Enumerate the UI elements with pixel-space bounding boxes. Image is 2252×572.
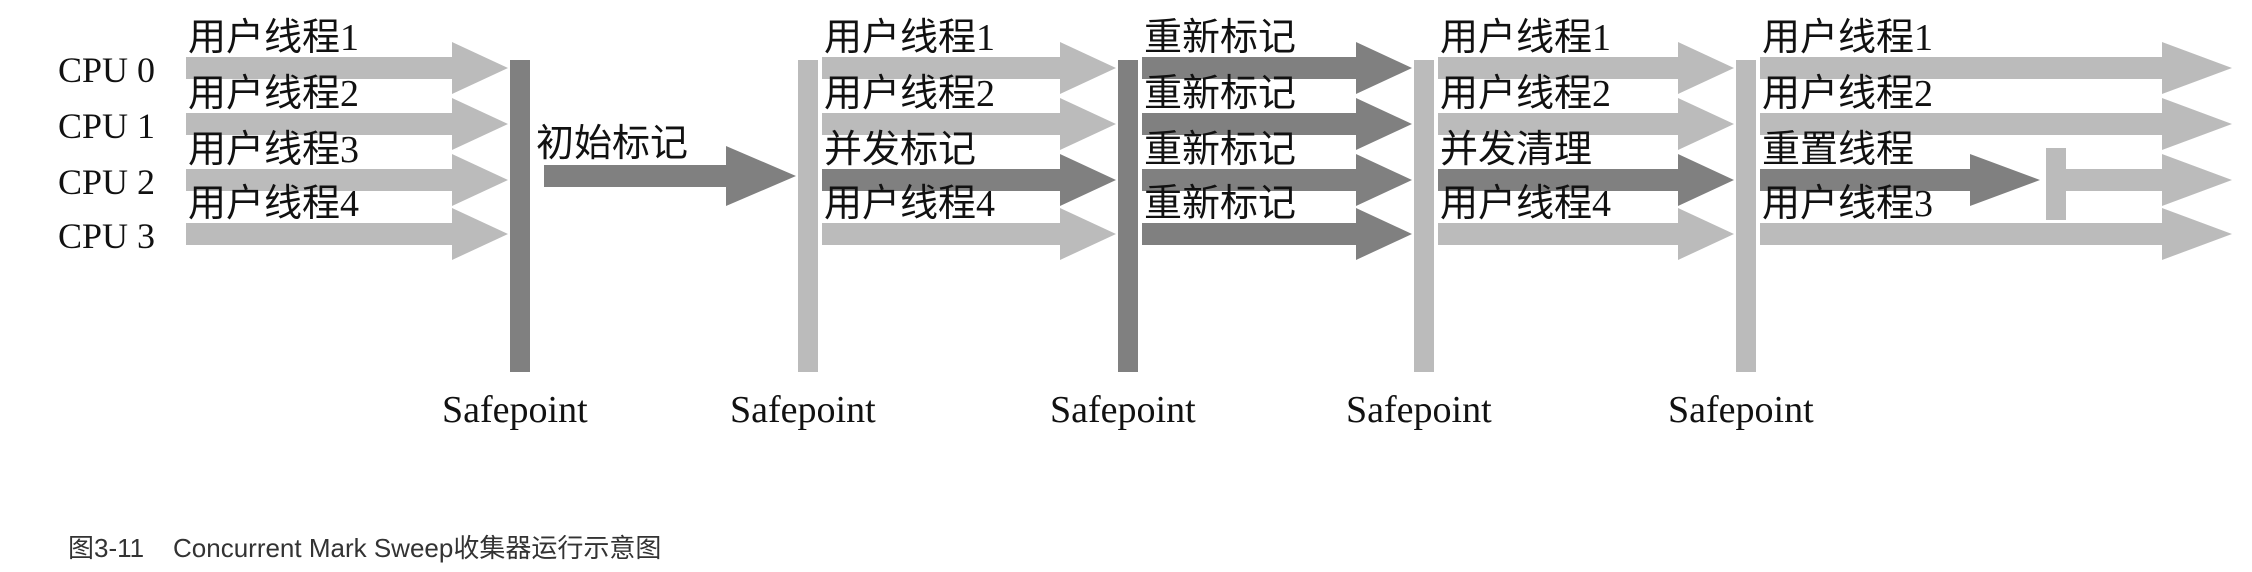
reset-thread-arrow [1760,154,2040,206]
thread-arrow-2-1 [822,98,1116,150]
thread-arrow-0-0 [186,42,508,94]
thread-label-2-1: 用户线程2 [824,73,995,115]
thread-label-0-0: 用户线程1 [188,17,359,59]
safepoint-bar-2 [1118,60,1138,372]
safepoint-label-3: Safepoint [1346,389,1492,431]
thread-arrow-5-1 [1760,98,2232,150]
safepoint-label-1: Safepoint [730,389,876,431]
thread-label-0-3: 用户线程4 [188,183,359,225]
safepoint-label-2: Safepoint [1050,389,1196,431]
cpu-label-0: CPU 0 [58,50,155,90]
thread-arrow-5-0 [1760,42,2232,94]
figure-caption: 图3-11 Concurrent Mark Sweep收集器运行示意图 [68,533,662,563]
thread-arrow-0-1 [186,98,508,150]
thread-arrow-4-0 [1438,42,1734,94]
thread-arrow-4-3 [1438,208,1734,260]
thread-label-4-3: 用户线程4 [1440,183,1611,225]
thread-label-5-0: 用户线程1 [1762,17,1933,59]
thread-arrow-4-2 [1438,154,1734,206]
thread-label-5-3: 用户线程3 [1762,183,1933,225]
thread-label-3-3: 重新标记 [1144,183,1296,225]
cpu-label-2: CPU 2 [58,162,155,202]
thread-arrow-2-2 [822,154,1116,206]
thread-label-2-2: 并发标记 [824,129,976,171]
thread-label-4-0: 用户线程1 [1440,17,1611,59]
thread-label-2-3: 用户线程4 [824,183,995,225]
thread-arrow-0-2 [186,154,508,206]
safepoint-label-4: Safepoint [1668,389,1814,431]
initial-mark-arrow [544,146,796,206]
thread-arrow-4-1 [1438,98,1734,150]
thread-arrow-2-0 [822,42,1116,94]
thread-label-4-1: 用户线程2 [1440,73,1611,115]
thread-label-4-2: 并发清理 [1440,129,1592,171]
thread-arrow-3-2 [1142,154,1412,206]
thread-label-3-2: 重新标记 [1144,129,1296,171]
thread-label-5-1: 用户线程2 [1762,73,1933,115]
cpu-label-1: CPU 1 [58,106,155,146]
thread-arrow-2-3 [822,208,1116,260]
safepoint-bar-0 [510,60,530,372]
safepoint-bar-3 [1414,60,1434,372]
thread-arrow-3-0 [1142,42,1412,94]
thread-arrow-5-3 [1760,208,2232,260]
thread-label-0-2: 用户线程3 [188,129,359,171]
safepoint-label-0: Safepoint [442,389,588,431]
thread-label-3-0: 重新标记 [1144,17,1296,59]
initial-mark-label: 初始标记 [536,123,688,165]
thread-label-0-1: 用户线程2 [188,73,359,115]
safepoint-bar-1 [798,60,818,372]
cpu-label-3: CPU 3 [58,216,155,256]
thread-arrow-0-3 [186,208,508,260]
safepoint-bar-4 [1736,60,1756,372]
reset-stop-bar [2046,148,2066,220]
thread-arrow-3-1 [1142,98,1412,150]
thread-label-2-0: 用户线程1 [824,17,995,59]
reset-continue-arrow [2066,154,2232,206]
cms-diagram: CPU 0 CPU 1 CPU 2 CPU 3 Safepoint Safepoint Sa… [58,17,2232,431]
thread-label-3-1: 重新标记 [1144,73,1296,115]
thread-arrow-3-3 [1142,208,1412,260]
thread-label-5-2: 重置线程 [1762,129,1914,171]
